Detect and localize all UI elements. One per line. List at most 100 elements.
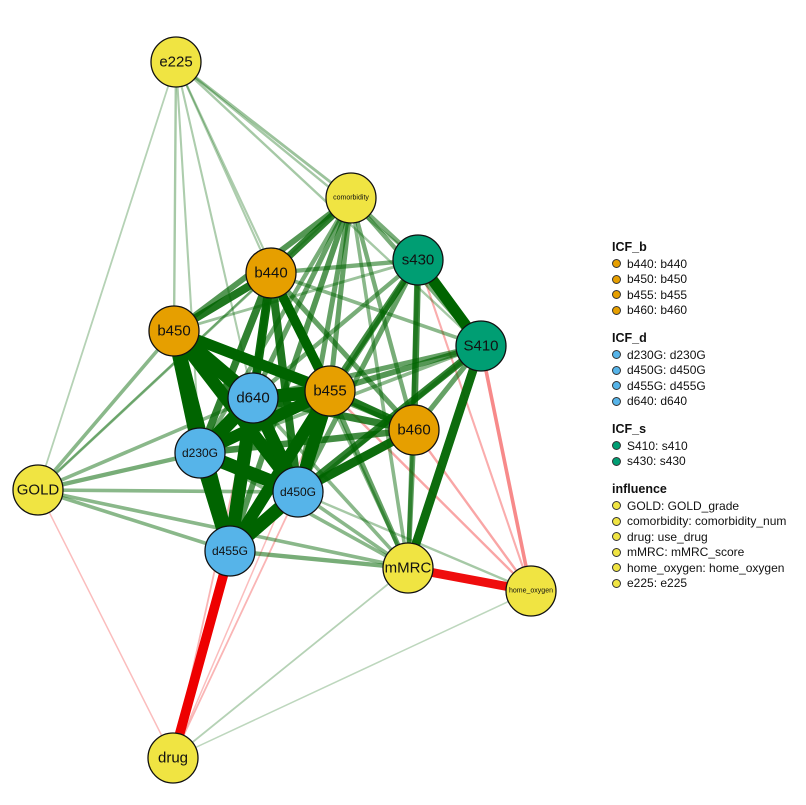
node-circle-S410 [455,320,507,372]
legend-item: drug: use_drug [612,529,802,545]
legend-item-label: d640: d640 [627,394,688,409]
edge-b455-mMRC [327,388,411,571]
node-label-S410: S410 [463,338,498,355]
legend-item: comorbidity: comorbidity_num [612,514,802,530]
node-label-comorbidity: comorbidity [333,195,369,202]
node-drug[interactable]: drug [147,732,199,784]
edge-GOLD-b440 [36,271,273,492]
edge-d455G-drug [168,546,235,763]
legend-item: s430: s430 [612,454,802,470]
legend-item: d230G: d230G [612,347,802,363]
node-label-drug: drug [158,750,188,767]
legend-item: d640: d640 [612,394,802,410]
edge-GOLD-d450G [36,488,300,494]
node-e225[interactable]: e225 [150,36,202,88]
node-circle-drug [147,732,199,784]
legend-item-label: d230G: d230G [627,347,706,362]
legend-item: mMRC: mMRC_score [612,545,802,561]
node-S410[interactable]: S410 [455,320,507,372]
legend-item-label: comorbidity: comorbidity_num [627,514,787,529]
node-circle-comorbidity [325,172,377,224]
edge-b450-b455 [168,325,336,397]
node-label-d450G: d450G [280,485,316,499]
node-s430[interactable]: s430 [392,234,444,286]
node-b455[interactable]: b455 [304,365,356,417]
node-circle-s430 [392,234,444,286]
legend-item: d450G: d450G [612,363,802,379]
legend-swatch [612,365,621,375]
legend-swatch [612,501,621,511]
node-mMRC[interactable]: mMRC [382,542,434,594]
legend-item-label: mMRC: mMRC_score [627,545,745,560]
legend-swatch [612,456,621,466]
legend-item-label: b450: b450 [627,272,688,287]
legend-item: d455G: d455G [612,378,802,394]
node-label-GOLD: GOLD [17,482,60,499]
node-d455G[interactable]: d455G [204,525,256,577]
edge-home_oxygen-b460 [412,428,533,593]
edge-d455G-mMRC [227,548,411,571]
legend-swatch [612,563,621,573]
edge-GOLD-b450 [36,329,176,492]
edge-GOLD-d455G [36,488,232,553]
edge-b450-s430 [172,258,420,333]
legend-item-label: d450G: d450G [627,363,706,378]
node-circle-d640 [227,372,279,424]
node-label-home_oxygen: home_oxygen [509,588,553,595]
node-label-b450: b450 [157,323,190,340]
node-circle-d230G [174,427,226,479]
legend-item: GOLD: GOLD_grade [612,498,802,514]
node-b440[interactable]: b440 [245,247,297,299]
legend-item: home_oxygen: home_oxygen [612,560,802,576]
node-b460[interactable]: b460 [388,404,440,456]
node-label-b455: b455 [313,383,346,400]
node-label-b440: b440 [254,265,287,282]
edge-e225-comorbidity [174,60,353,200]
legend-swatch [612,532,621,542]
legend-item-label: drug: use_drug [627,529,708,544]
edge-drug-GOLD [37,489,174,759]
edge-S410-home_oxygen [479,344,533,593]
legend-swatch [612,350,621,360]
legend-swatch [612,259,621,269]
node-GOLD[interactable]: GOLD [12,464,64,516]
node-d450G[interactable]: d450G [272,466,324,518]
edge-d450G-s430 [295,257,421,495]
legend-item: b455: b455 [612,287,802,303]
node-d640[interactable]: d640 [227,372,279,424]
node-label-mMRC: mMRC [385,560,432,577]
legend-swatch [612,441,621,451]
edge-e225-b440 [174,60,273,275]
node-circle-b450 [148,305,200,357]
legend-swatch [612,290,621,300]
edge-layer [35,60,536,763]
node-label-d455G: d455G [212,544,248,558]
legend-swatch [612,274,621,284]
node-circle-d450G [272,466,324,518]
node-home_oxygen[interactable]: home_oxygen [505,565,557,617]
edge-b455-s430 [326,256,422,395]
legend-title: ICF_s [612,422,647,436]
legend-item-label: s430: s430 [627,454,686,469]
node-comorbidity[interactable]: comorbidity [325,172,377,224]
node-label-d230G: d230G [182,446,218,460]
node-b450[interactable]: b450 [148,305,200,357]
legend-item-label: GOLD: GOLD_grade [627,498,740,513]
node-label-d640: d640 [236,390,269,407]
legend-title: ICF_b [612,240,647,254]
node-circle-b460 [388,404,440,456]
edge-b440-b460 [268,270,417,433]
legend-item: S410: s410 [612,438,802,454]
edge-GOLD-d230G [35,450,203,493]
node-d230G[interactable]: d230G [174,427,226,479]
legend-item-label: d455G: d455G [627,378,706,393]
edge-d230G-b460 [196,426,418,457]
edge-home_oxygen-drug [172,590,532,759]
node-label-s430: s430 [402,252,435,269]
edge-e225-b450 [172,60,178,333]
